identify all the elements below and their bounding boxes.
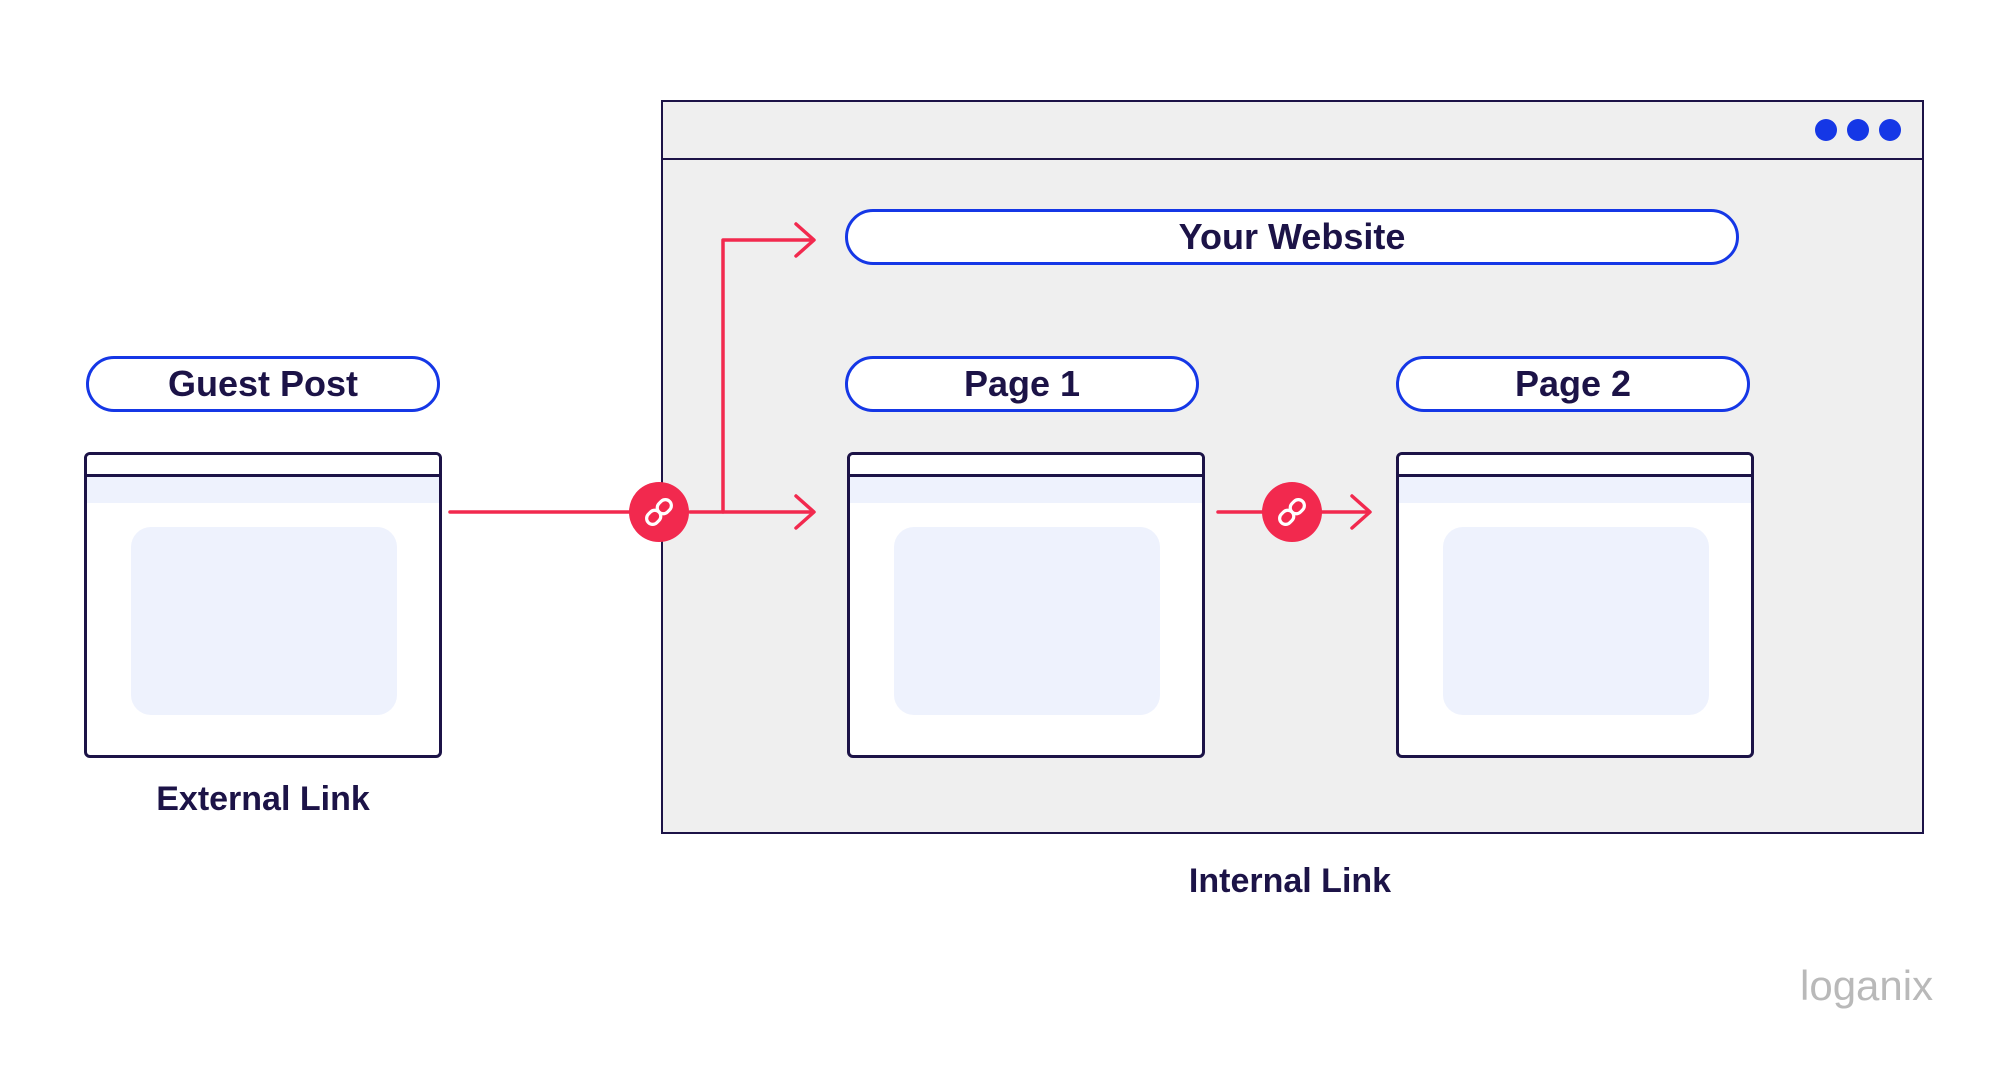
arrow-icon (794, 222, 816, 258)
browser-title-bar (663, 102, 1922, 160)
internal-link-caption: Internal Link (1188, 862, 1392, 900)
window-content-card (894, 527, 1160, 715)
window-strip (850, 477, 1202, 503)
window-title-bar (850, 455, 1202, 477)
arrow-icon (1350, 494, 1372, 530)
window-content-card (131, 527, 397, 715)
guest-post-label: Guest Post (86, 356, 440, 412)
link-icon (629, 482, 689, 542)
window-title-bar (87, 455, 439, 477)
loganix-logo: loganix (1800, 962, 1934, 1009)
page2-label: Page 2 (1396, 356, 1750, 412)
your-website-label: Your Website (845, 209, 1739, 265)
external-link-caption: External Link (156, 780, 370, 818)
link-icon (1262, 482, 1322, 542)
branch-line (721, 238, 814, 514)
window-strip (87, 477, 439, 503)
page1-label: Page 1 (845, 356, 1199, 412)
guest-post-window (84, 452, 442, 758)
window-title-bar (1399, 455, 1751, 477)
window-strip (1399, 477, 1751, 503)
page2-window (1396, 452, 1754, 758)
arrow-icon (794, 494, 816, 530)
page1-window (847, 452, 1205, 758)
window-content-card (1443, 527, 1709, 715)
